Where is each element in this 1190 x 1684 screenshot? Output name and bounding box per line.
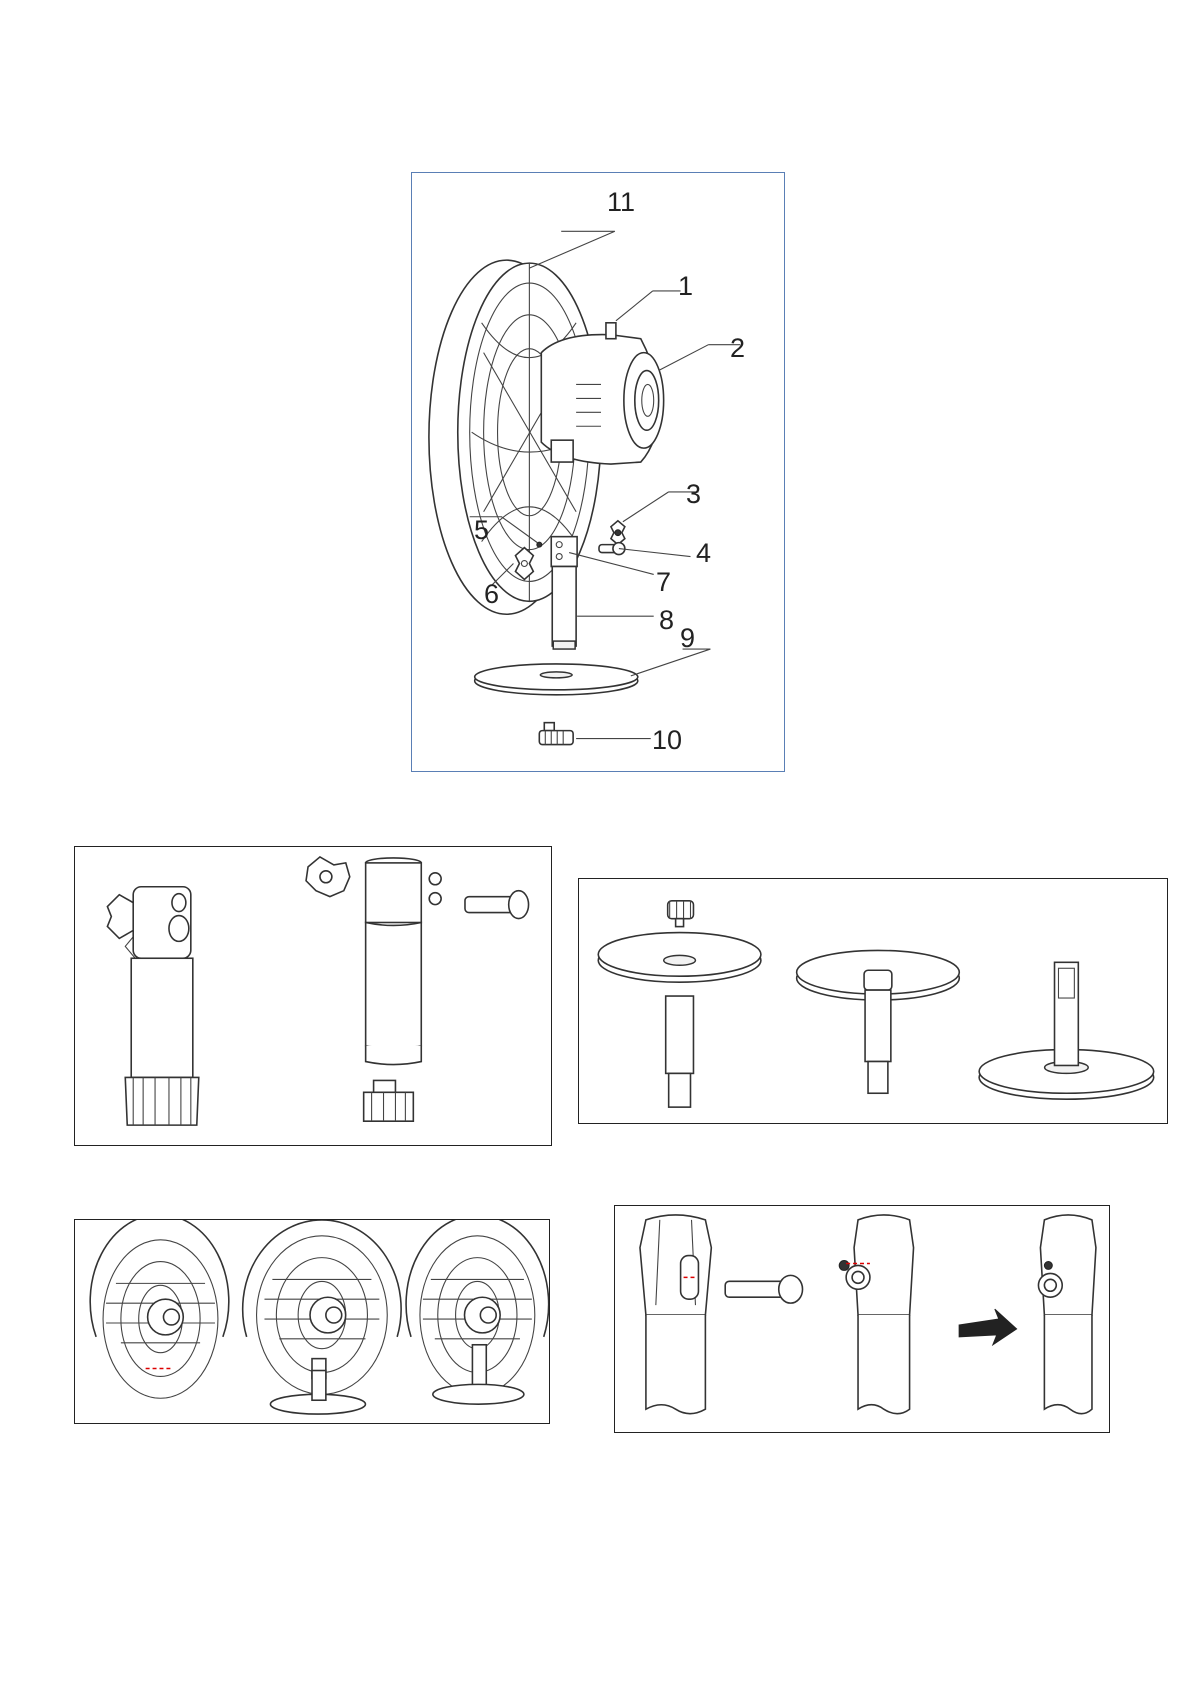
step-3-head-mounting	[74, 1219, 550, 1424]
callout-11: 11	[607, 189, 635, 216]
callout-4: 4	[696, 540, 711, 567]
base-exploded	[598, 901, 761, 1107]
joint-after	[1038, 1215, 1095, 1414]
base-partial	[797, 950, 960, 1093]
fan-head-1	[90, 1220, 229, 1398]
right-arrow-icon	[959, 1309, 1016, 1345]
step-1-upright-assembly	[74, 846, 552, 1146]
part-3-knob	[611, 521, 625, 545]
joint-before	[640, 1215, 711, 1414]
step-2-base-assembly	[578, 878, 1168, 1124]
step-4-bolt-fastening	[614, 1205, 1110, 1433]
callout-1: 1	[678, 273, 693, 300]
step-3-drawing	[75, 1220, 549, 1423]
base-nut	[364, 1080, 414, 1121]
step-4-drawing	[615, 1206, 1109, 1432]
insert-bolt	[725, 1275, 802, 1303]
callout-2: 2	[730, 335, 745, 362]
base-assembled	[979, 962, 1154, 1099]
assembled-upright	[107, 887, 198, 1125]
part-5-nut	[537, 542, 542, 547]
loose-knob	[306, 857, 350, 897]
callout-8: 8	[659, 607, 674, 634]
callout-9: 9	[680, 625, 695, 652]
part-10-base-nut	[539, 723, 573, 745]
callout-10: 10	[652, 727, 682, 754]
callout-6: 6	[484, 581, 499, 608]
motor-housing	[541, 323, 663, 464]
fan-head-3	[406, 1220, 549, 1404]
step-1-drawing	[75, 847, 551, 1145]
part-9-base	[475, 664, 638, 695]
exploded-fan-drawing	[412, 173, 784, 771]
callout-7: 7	[656, 569, 671, 596]
callout-3: 3	[686, 481, 701, 508]
loose-bolt	[465, 891, 529, 919]
step-2-drawing	[579, 879, 1167, 1123]
callout-5: 5	[474, 517, 489, 544]
upright-tube	[366, 858, 441, 1065]
fan-head-2	[243, 1220, 401, 1414]
joint-during	[839, 1215, 913, 1414]
exploded-parts-diagram: 11 1 2 3 4 5 6 7 8 9 10	[411, 172, 785, 772]
